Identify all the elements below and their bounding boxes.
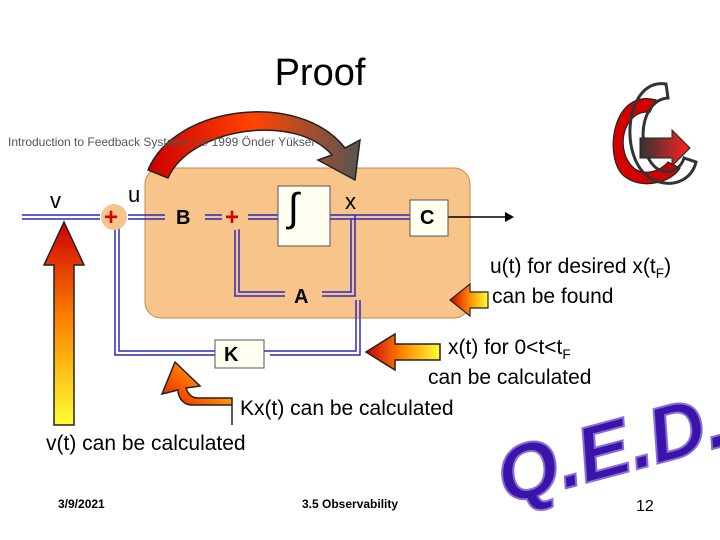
label-x: x [345,189,356,214]
footer-page-number: 12 [636,498,654,515]
footer-date: 3/9/2021 [58,497,105,511]
label-u: u [128,182,141,207]
feedback-wires [114,215,361,356]
block-a [285,282,322,310]
statement-x: x(t) for 0<t<tF [448,336,571,363]
block-b [165,200,205,236]
output-arrowhead [505,212,514,222]
qed-stamp: Q.E.D. [486,374,720,522]
statement-v: v(t) can be calculated [46,432,246,455]
block-c [409,199,449,237]
summer-1 [101,204,127,230]
feedforward-arc-arrow [147,111,361,182]
block-b-label: B [176,207,191,229]
forward-wires [22,214,410,220]
v-arrow [42,220,86,426]
block-k [214,339,265,369]
qed-text: Q.E.D. [487,375,720,521]
block-k-label: K [224,344,239,366]
summer-2-sign: + [225,204,240,231]
footer-section: 3.5 Observability [302,497,399,511]
statement-u-line2: can be found [492,285,614,308]
summer-2 [222,204,248,230]
integrator-symbol: ∫ [288,186,299,230]
x-arrow [364,332,441,372]
summer-1-sign: + [104,204,119,231]
curved-arrow [160,360,233,425]
block-a-label: A [294,286,309,308]
block-c-label: C [420,207,435,229]
slide-title: Proof [274,52,366,94]
u-arrow [449,282,489,318]
slide-header: Introduction to Feedback Systems / © 199… [8,135,315,149]
statement-kx: Kx(t) can be calculated [240,397,454,420]
circular-arrows-icon [612,82,698,185]
label-v: v [50,188,61,213]
integrator-block [277,185,331,247]
statement-x-line2: can be calculated [428,366,592,389]
statement-u: u(t) for desired x(tF) [490,255,672,282]
